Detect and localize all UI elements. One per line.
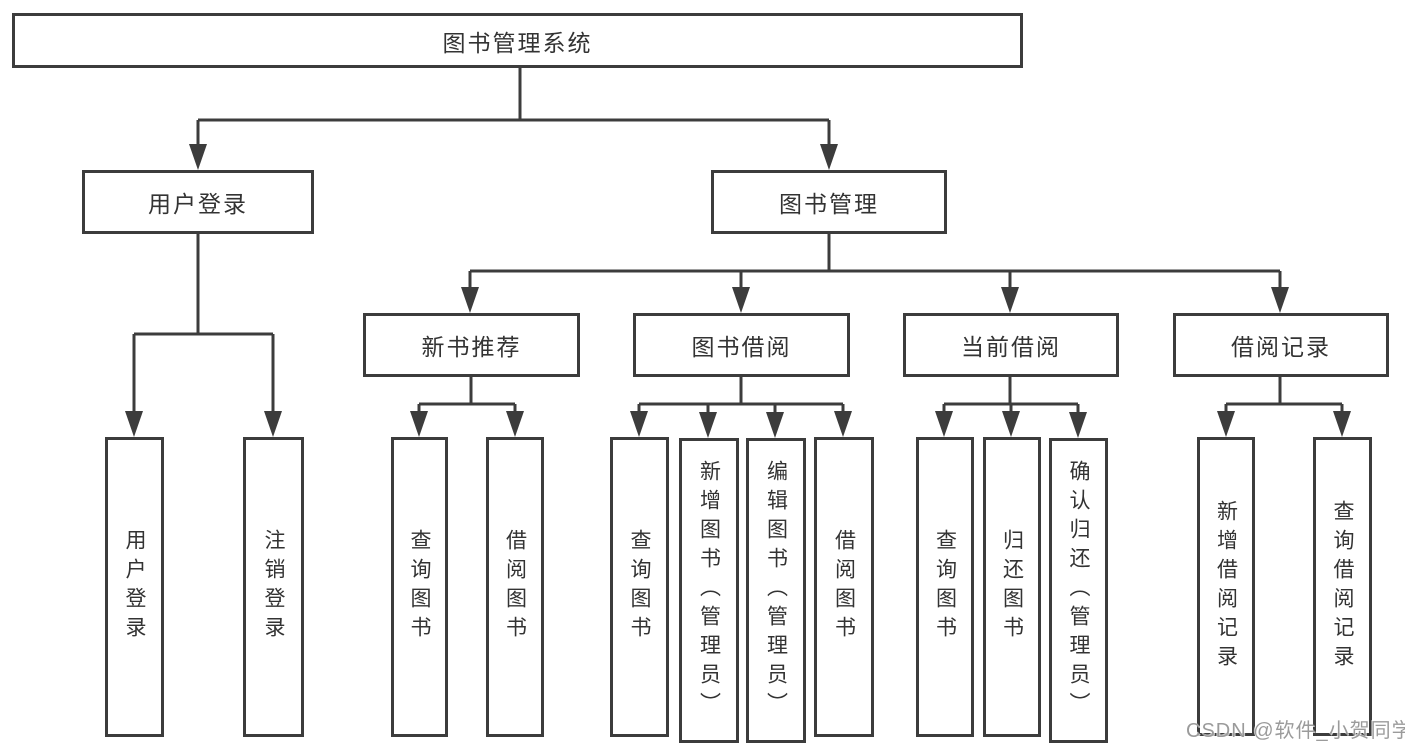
connector-book-borrow (637, 377, 845, 413)
leaf-return-book: 归还图书 (983, 437, 1041, 737)
leaf-current-query: 查询图书 (916, 437, 974, 737)
leaf-current-query-label: 查询图书 (933, 529, 957, 645)
arrow-down-icon (264, 411, 282, 437)
leaf-borrow-query-label: 查询图书 (628, 529, 651, 645)
leaf-confirm-return-admin-label: 确认归还（管理员） (1067, 460, 1090, 721)
arrow-down-icon (766, 412, 784, 438)
connector-current-borrow (942, 377, 1080, 413)
node-borrow-records-label: 借阅记录 (1231, 334, 1331, 360)
node-book-borrow: 图书借阅 (633, 313, 850, 377)
node-root: 图书管理系统 (12, 13, 1023, 68)
leaf-add-book-admin: 新增图书（管理员） (679, 438, 739, 743)
leaf-confirm-return-admin: 确认归还（管理员） (1049, 438, 1108, 743)
connector-new-book (417, 377, 517, 412)
arrowheads (125, 144, 1351, 438)
arrow-down-icon (1001, 287, 1019, 313)
arrow-down-icon (699, 412, 717, 438)
arrow-down-icon (189, 144, 207, 170)
leaf-logout-label: 注销登录 (262, 529, 285, 645)
leaf-add-borrow-record: 新增借阅记录 (1197, 437, 1255, 736)
leaf-return-book-label: 归还图书 (1000, 529, 1024, 645)
leaf-user-login: 用户登录 (105, 437, 164, 737)
connector-book-management (468, 234, 1282, 288)
node-root-label: 图书管理系统 (442, 29, 593, 56)
leaf-newbook-query-label: 查询图书 (408, 529, 431, 645)
connector-borrow-records (1224, 377, 1344, 412)
arrow-down-icon (630, 411, 648, 437)
arrow-down-icon (732, 287, 750, 313)
arrow-down-icon (1069, 412, 1087, 438)
leaf-edit-book-admin: 编辑图书（管理员） (746, 438, 806, 743)
node-borrow-records: 借阅记录 (1173, 313, 1389, 377)
watermark: CSDN @软件_小贺同学 (1186, 720, 1405, 742)
node-user-login-label: 用户登录 (148, 191, 248, 217)
leaf-query-borrow-record-label: 查询借阅记录 (1331, 499, 1354, 674)
leaf-logout: 注销登录 (243, 437, 304, 737)
leaf-newbook-borrow-label: 借阅图书 (503, 529, 527, 645)
node-new-book-recommend: 新书推荐 (363, 313, 580, 377)
node-book-management-label: 图书管理 (779, 191, 879, 217)
node-user-login: 用户登录 (82, 170, 314, 234)
leaf-borrow-book-label: 借阅图书 (832, 529, 856, 645)
leaf-add-borrow-record-label: 新增借阅记录 (1214, 499, 1238, 674)
node-current-borrow-label: 当前借阅 (961, 334, 1061, 360)
leaf-add-book-admin-label: 新增图书（管理员） (697, 460, 721, 721)
arrow-down-icon (820, 144, 838, 170)
arrow-down-icon (1217, 411, 1235, 437)
arrow-down-icon (935, 411, 953, 437)
connector-root (196, 67, 831, 145)
leaf-query-borrow-record: 查询借阅记录 (1313, 437, 1372, 736)
arrow-down-icon (506, 411, 524, 437)
node-current-borrow: 当前借阅 (903, 313, 1119, 377)
arrow-down-icon (125, 411, 143, 437)
arrow-down-icon (834, 411, 852, 437)
leaf-user-login-label: 用户登录 (123, 529, 146, 645)
node-book-borrow-label: 图书借阅 (691, 334, 792, 360)
arrow-down-icon (1333, 411, 1351, 437)
arrow-down-icon (410, 411, 428, 437)
node-book-management: 图书管理 (711, 170, 947, 234)
leaf-newbook-query: 查询图书 (391, 437, 448, 737)
arrow-down-icon (1002, 411, 1020, 437)
leaf-borrow-book: 借阅图书 (814, 437, 874, 737)
arrow-down-icon (461, 287, 479, 313)
arrow-down-icon (1271, 287, 1289, 313)
leaf-borrow-query: 查询图书 (610, 437, 669, 737)
leaf-newbook-borrow: 借阅图书 (486, 437, 544, 737)
connector-user-login (132, 234, 275, 412)
node-new-book-recommend-label: 新书推荐 (421, 334, 522, 360)
leaf-edit-book-admin-label: 编辑图书（管理员） (764, 460, 788, 721)
